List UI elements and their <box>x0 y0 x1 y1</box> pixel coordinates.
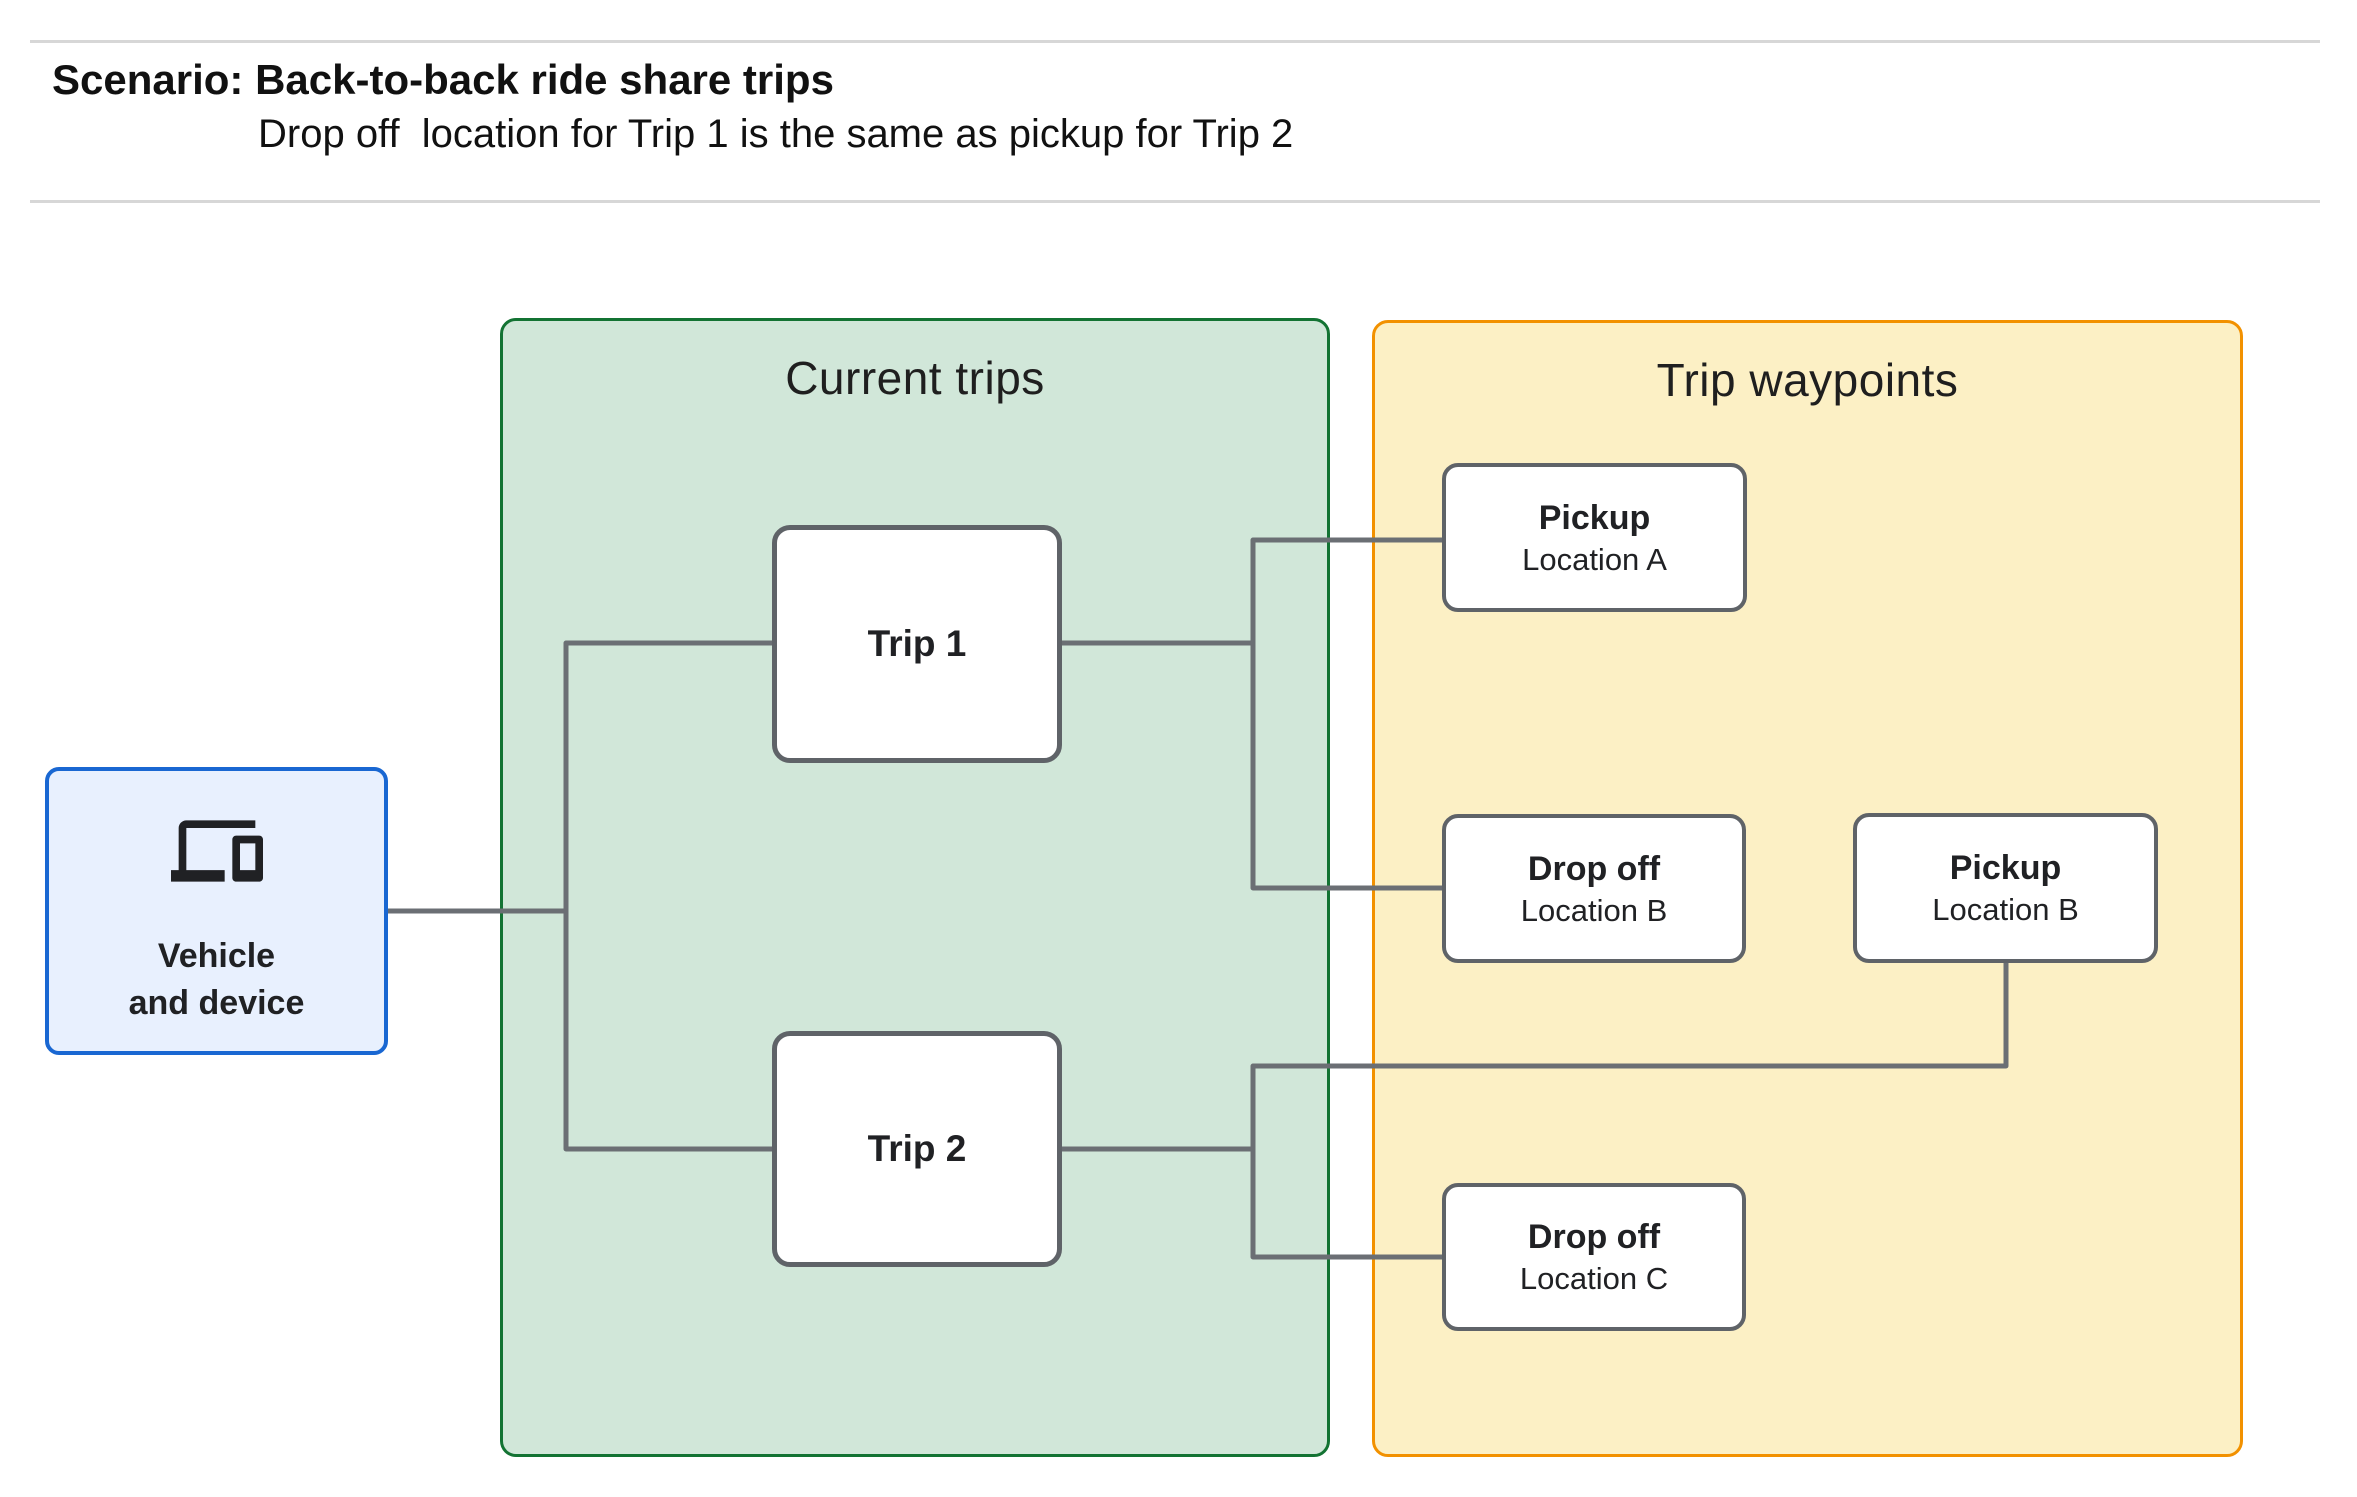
current-trips-title: Current trips <box>785 352 1045 404</box>
top-divider <box>30 40 2320 43</box>
waypoint-title: Pickup <box>1538 498 1651 537</box>
waypoint-location: Location B <box>1932 892 2079 927</box>
waypoint-dropoff-location-b: Drop off Location B <box>1442 814 1746 963</box>
devices-icon <box>170 805 263 902</box>
trip-1-label: Trip 1 <box>867 623 967 664</box>
waypoint-pickup-location-a: Pickup Location A <box>1442 463 1747 612</box>
current-trips-group: Current trips <box>500 318 1330 1457</box>
page-subtitle: Drop off location for Trip 1 is the same… <box>258 112 1294 156</box>
waypoint-pickup-location-b: Pickup Location B <box>1853 813 2158 963</box>
waypoint-location: Location B <box>1520 892 1668 928</box>
trip-1-node: Trip 1 <box>772 525 1062 763</box>
vehicle-node-label: Vehicle and device <box>128 937 305 1022</box>
waypoint-location: Location A <box>1522 541 1667 577</box>
waypoint-title: Drop off <box>1527 1218 1661 1256</box>
waypoint-dropoff-location-c: Drop off Location C <box>1442 1183 1746 1331</box>
page-title: Scenario: Back-to-back ride share trips <box>52 56 834 103</box>
header-divider <box>30 200 2320 203</box>
trip-2-label: Trip 2 <box>867 1128 967 1169</box>
waypoint-title: Pickup <box>1949 849 2062 887</box>
vehicle-and-device-node: Vehicle and device <box>45 767 388 1055</box>
waypoint-location: Location C <box>1519 1261 1669 1296</box>
trip-waypoints-title: Trip waypoints <box>1656 354 1959 406</box>
trip-2-node: Trip 2 <box>772 1031 1062 1267</box>
waypoint-title: Drop off <box>1527 849 1661 888</box>
